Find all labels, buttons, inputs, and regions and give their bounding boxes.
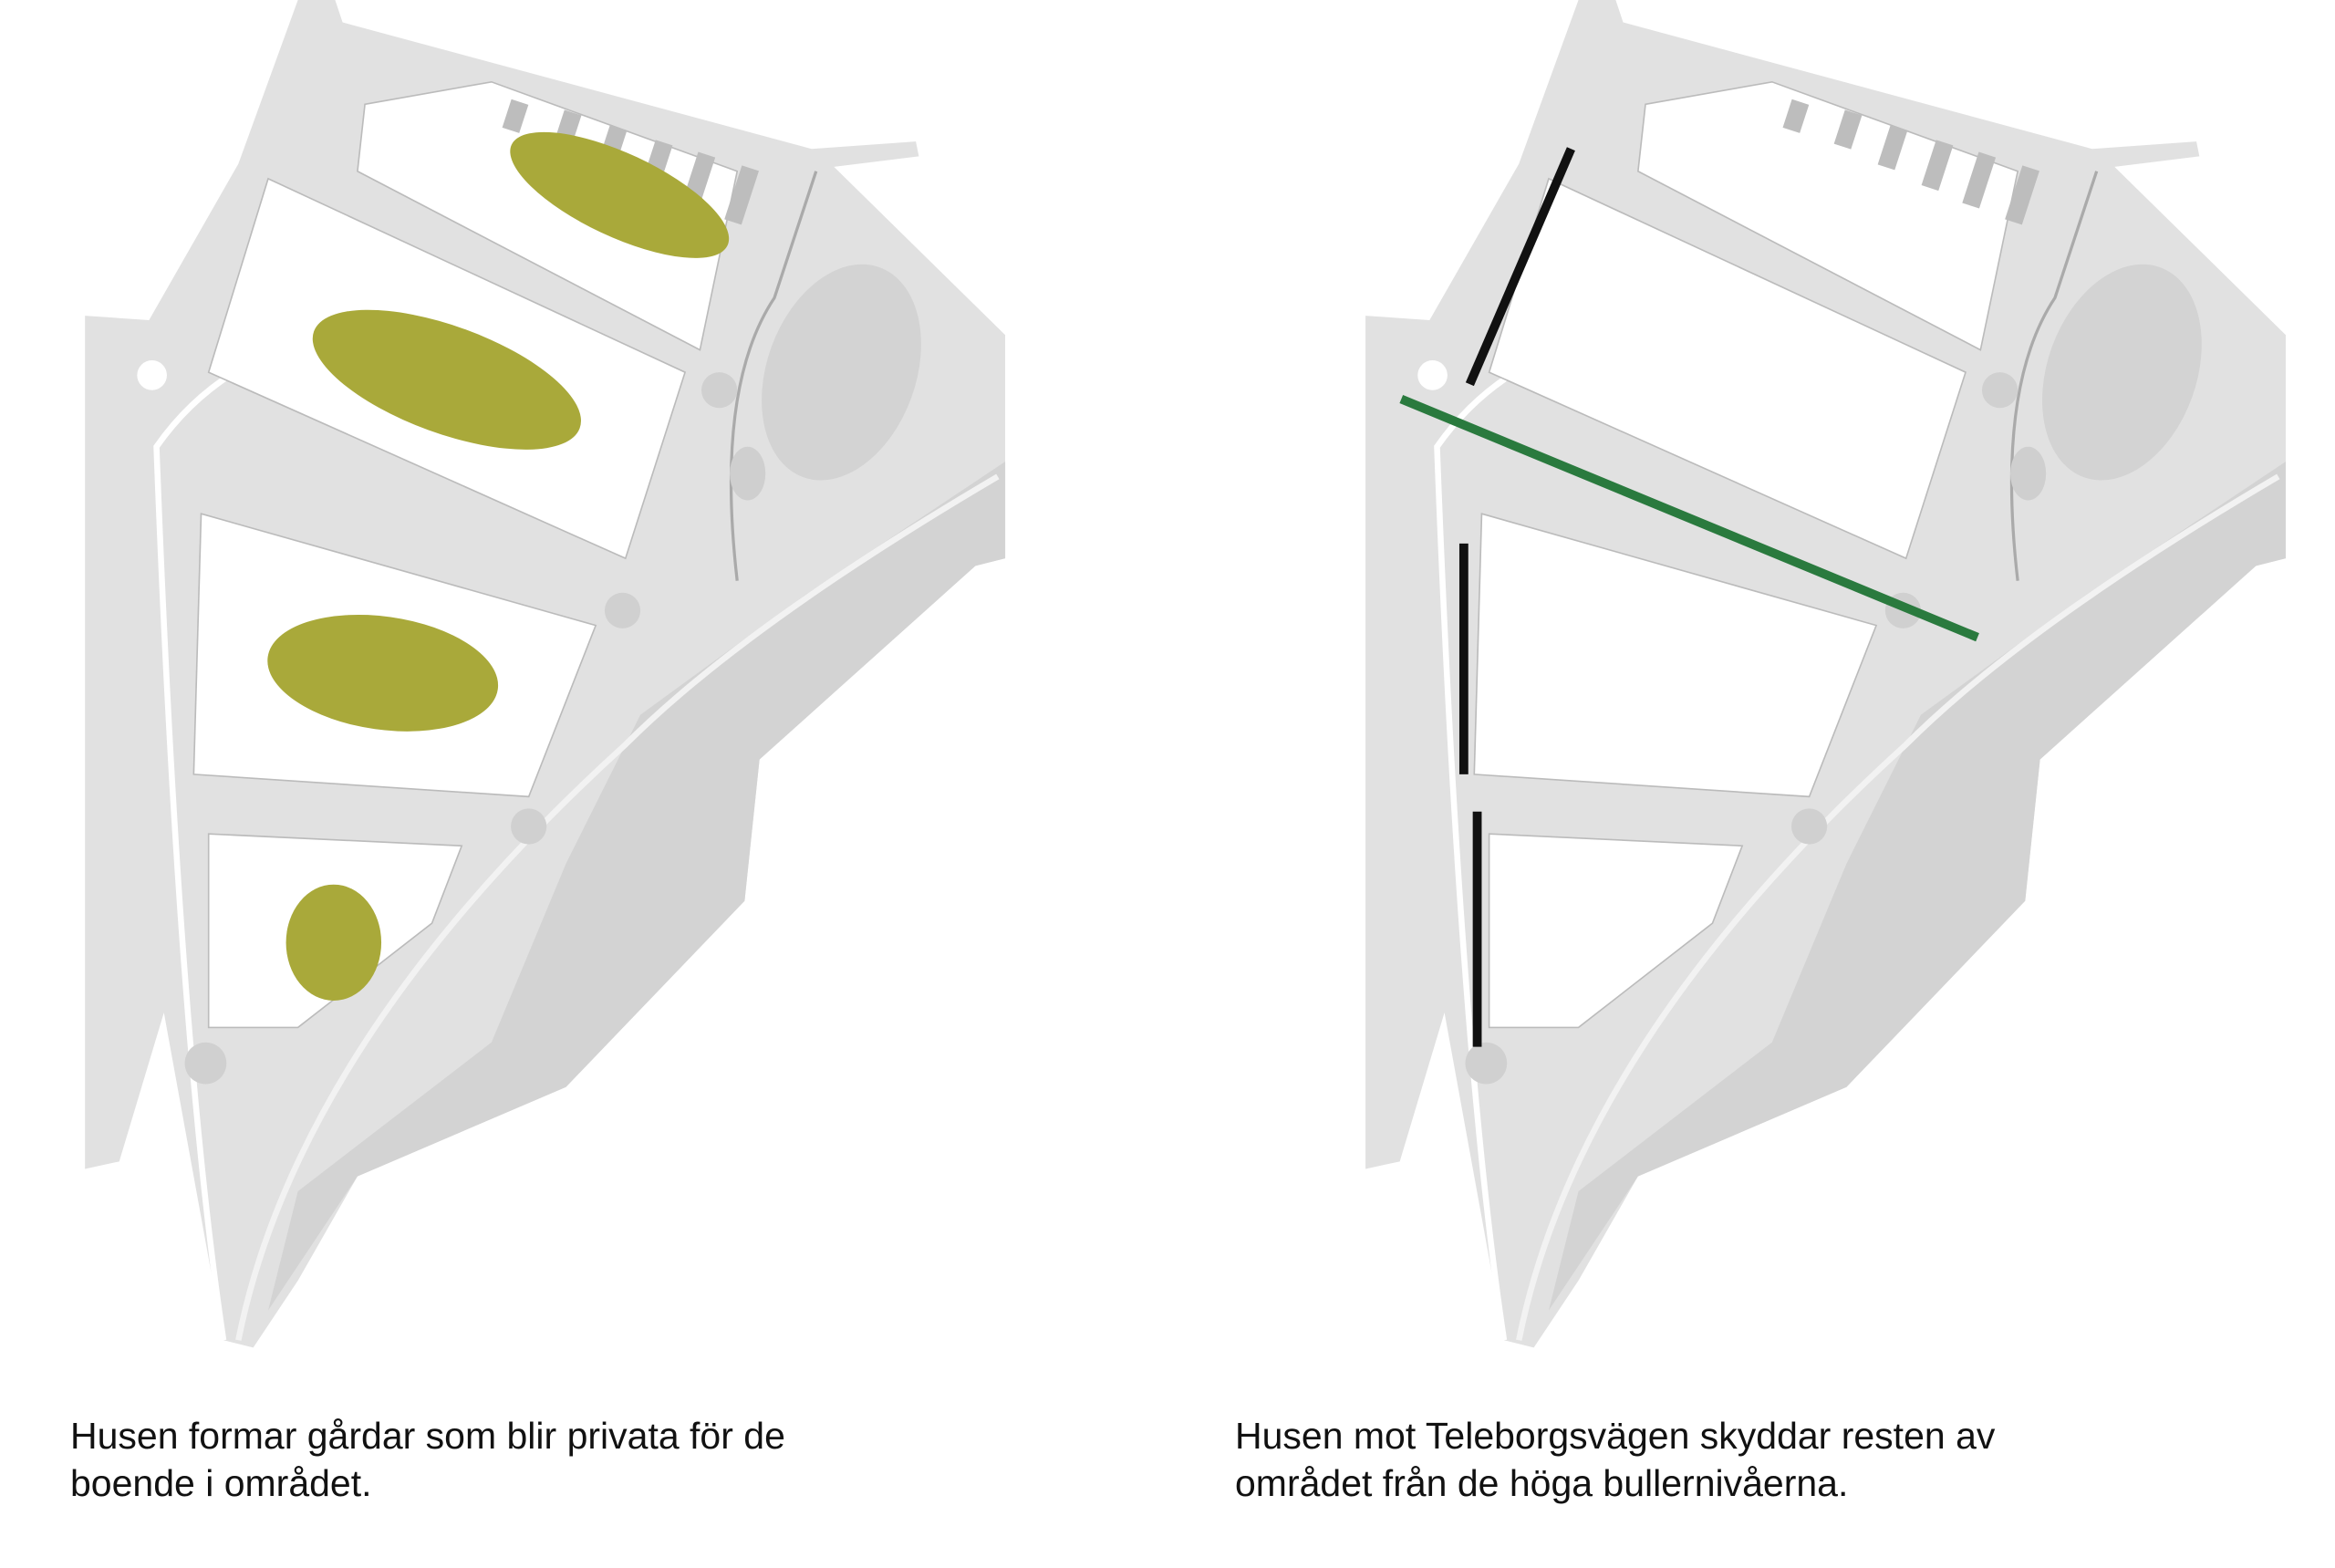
barrier-line-1 bbox=[1465, 147, 1575, 387]
caption-right-line2: området från de höga bullernivåerna. bbox=[1235, 1462, 1849, 1504]
caption-right: Husen mot Teleborgsvägen skyddar resten … bbox=[1235, 1412, 2147, 1507]
caption-left-line2: boende i området. bbox=[70, 1462, 372, 1504]
courtyard-4 bbox=[285, 884, 382, 1002]
noise-barrier-lines bbox=[1458, 147, 1575, 1047]
right-site-plan bbox=[1269, 0, 2286, 1347]
courtyard-1 bbox=[510, 131, 730, 258]
courtyard-markers bbox=[267, 131, 730, 1002]
left-site-plan bbox=[85, 0, 1005, 1347]
caption-right-line1: Husen mot Teleborgsvägen skyddar resten … bbox=[1235, 1415, 1996, 1457]
road-line bbox=[1399, 394, 1979, 642]
caption-left-line1: Husen formar gårdar som blir privata för… bbox=[70, 1415, 785, 1457]
courtyard-2 bbox=[312, 309, 581, 450]
courtyard-3 bbox=[267, 614, 499, 732]
caption-left: Husen formar gårdar som blir privata för… bbox=[70, 1412, 982, 1507]
